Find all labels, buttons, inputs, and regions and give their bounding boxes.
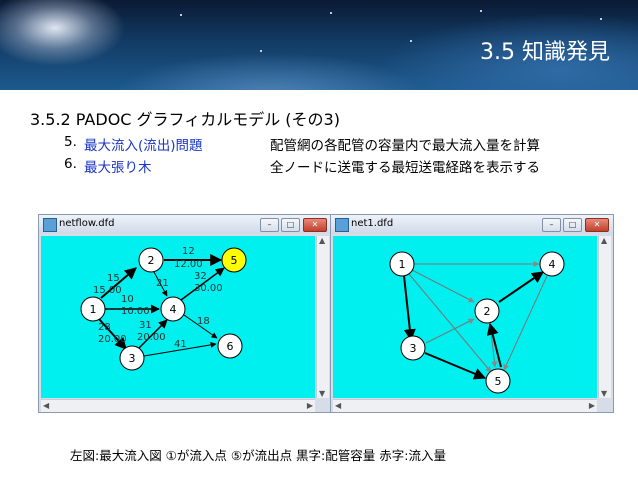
edge-1-3	[403, 275, 416, 342]
edge-3-2	[425, 318, 475, 344]
title-banner	[0, 0, 638, 90]
edge-label: 12	[182, 246, 195, 257]
scroll-up-icon[interactable]: ▲	[319, 236, 326, 245]
edge-label: 10.00	[121, 306, 150, 317]
edge-4-5	[176, 267, 225, 304]
netflow-titlebar[interactable]: netflow.dfd – □ ✕	[39, 215, 331, 234]
sink-node-circle	[221, 247, 247, 273]
edge-label: 15	[107, 273, 120, 284]
edge-1-5	[408, 273, 492, 373]
net1-graph-canvas[interactable]: 1 4 2 3 5	[333, 236, 597, 398]
node-circle	[474, 298, 500, 324]
star	[410, 40, 412, 42]
edge-label: 31	[139, 320, 152, 331]
maximize-button[interactable]: □	[281, 218, 300, 232]
edge-1-3	[98, 318, 127, 350]
netflow-graph: 12 12.00 32 30.00 15 15.00 21 10 10.00 1…	[80, 246, 247, 371]
scroll-right-icon[interactable]: ▶	[588, 401, 595, 410]
item-6-term: 最大張り木	[84, 160, 152, 176]
node-label: 2	[484, 305, 491, 318]
node-circle	[539, 251, 565, 277]
node-label: 3	[129, 352, 136, 365]
close-button[interactable]: ✕	[303, 218, 327, 232]
node-label: 4	[549, 258, 556, 271]
node-label: 1	[90, 303, 97, 316]
node-circle	[485, 368, 511, 394]
horizontal-scrollbar[interactable]: ◀ ▶	[333, 399, 597, 412]
edge-label: 15.00	[93, 285, 122, 296]
edge-4-6	[183, 314, 218, 339]
node-label: 1	[399, 258, 406, 271]
netflow-window[interactable]: netflow.dfd – □ ✕ 12	[38, 214, 332, 413]
netflow-graph-canvas[interactable]: 12 12.00 32 30.00 15 15.00 21 10 10.00 1…	[41, 236, 315, 398]
vertical-scrollbar[interactable]: ▲ ▼	[316, 236, 329, 398]
close-button[interactable]: ✕	[585, 218, 609, 232]
item-6-description: 全ノードに送電する最短送電経路を表示する	[270, 160, 540, 176]
app-icon	[43, 218, 57, 232]
app-icon	[335, 218, 349, 232]
node-label: 5	[495, 375, 502, 388]
scroll-right-icon[interactable]: ▶	[306, 401, 313, 410]
edge-label: 12.00	[174, 259, 203, 270]
item-5-number: 5.	[64, 134, 77, 150]
node-label: 3	[410, 342, 417, 355]
node-label: 2	[148, 254, 155, 267]
item-5-description: 配管網の各配管の容量内で最大流入量を計算	[270, 138, 540, 154]
figure-caption: 左図:最大流入図 ①が流入点 ⑤が流出点 黒字:配管容量 赤字:流入量	[70, 448, 446, 463]
star	[480, 10, 482, 12]
net1-window[interactable]: net1.dfd – □ ✕	[330, 214, 614, 413]
source-node-circle	[80, 296, 106, 322]
edge-1-2	[100, 267, 137, 299]
node-circle	[400, 335, 426, 361]
scroll-up-icon[interactable]: ▲	[601, 236, 608, 245]
edge-label: 10	[121, 294, 134, 305]
edge-5-2	[486, 322, 502, 368]
star	[180, 14, 182, 16]
edge-label: 21	[156, 278, 169, 289]
minimize-button[interactable]: –	[260, 218, 279, 232]
netflow-window-title: netflow.dfd	[59, 218, 115, 229]
scroll-left-icon[interactable]: ◀	[43, 401, 50, 410]
edge-2-4	[153, 271, 168, 297]
node-circle	[389, 251, 415, 277]
edge-label: 30.00	[194, 283, 223, 294]
star	[600, 18, 602, 20]
node-circle	[138, 247, 164, 273]
scroll-down-icon[interactable]: ▼	[601, 389, 608, 398]
edge-label: 20.00	[137, 332, 166, 343]
edge-label: 32	[194, 271, 207, 282]
edge-4-5	[503, 275, 548, 371]
vertical-scrollbar[interactable]: ▲ ▼	[598, 236, 611, 398]
node-label: 4	[170, 303, 177, 316]
edge-label: 20.00	[98, 334, 127, 345]
edge-label: 18	[197, 316, 210, 327]
edge-3-5	[424, 352, 487, 380]
edge-3-6	[143, 341, 217, 357]
star	[330, 12, 332, 14]
node-circle	[217, 333, 243, 359]
edge-1-2	[411, 269, 475, 303]
maximize-button[interactable]: □	[563, 218, 582, 232]
net1-graph: 1 4 2 3 5	[389, 251, 565, 394]
slide-title: 3.5 知識発見	[480, 40, 610, 65]
edge-3-4	[138, 319, 168, 349]
node-circle	[119, 345, 145, 371]
scroll-down-icon[interactable]: ▼	[319, 389, 326, 398]
edge-label: 28	[98, 322, 111, 333]
edge-label: 41	[174, 339, 187, 350]
node-label: 6	[227, 340, 234, 353]
item-6-number: 6.	[64, 156, 77, 172]
node-label: 5	[231, 254, 238, 267]
node-circle	[160, 296, 186, 322]
item-5-term: 最大流入(流出)問題	[84, 138, 203, 154]
minimize-button[interactable]: –	[542, 218, 561, 232]
horizontal-scrollbar[interactable]: ◀ ▶	[41, 399, 315, 412]
star	[260, 50, 262, 52]
net1-titlebar[interactable]: net1.dfd – □ ✕	[331, 215, 613, 234]
edge-2-4	[498, 271, 544, 303]
net1-window-title: net1.dfd	[351, 218, 394, 229]
section-heading: 3.5.2 PADOC グラフィカルモデル (その3)	[30, 110, 340, 129]
scroll-left-icon[interactable]: ◀	[335, 401, 342, 410]
